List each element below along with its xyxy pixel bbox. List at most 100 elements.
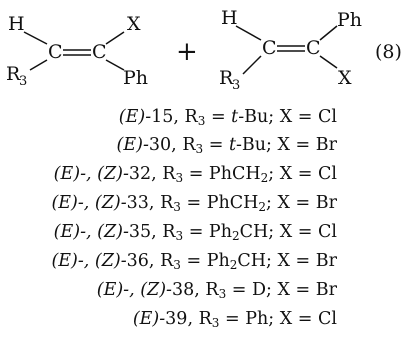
compound-stereo-descriptor: (E)-, (Z)- xyxy=(96,280,172,300)
separator-semicolon: ; xyxy=(268,222,280,242)
right-r3-subscript: 3 xyxy=(232,78,240,93)
equals-sign: = xyxy=(219,309,246,329)
right-h-bond xyxy=(235,25,262,41)
compound-number: 30 xyxy=(148,135,172,155)
compound-number: 33 xyxy=(126,193,149,213)
x-symbol: X xyxy=(279,164,293,184)
compound-number: 38 xyxy=(171,280,195,300)
separator-semicolon: ; xyxy=(266,135,278,155)
r3-group-prefix: PhCH xyxy=(206,193,259,213)
separator-comma: , xyxy=(148,193,161,213)
r3-symbol: R xyxy=(162,164,176,184)
r3-subscript: 3 xyxy=(197,114,206,128)
compound-row: (E)-, (Z)-36, R3 = Ph2CH; X = Br xyxy=(51,248,337,274)
x-group: Br xyxy=(315,280,337,300)
r3-group-italic: t xyxy=(231,107,239,127)
r3-group-subscript: 2 xyxy=(260,171,269,185)
right-carbon-2: C xyxy=(306,37,321,59)
r3-group-rest: -Bu xyxy=(235,135,267,155)
separator-semicolon: ; xyxy=(268,164,280,184)
left-x-bond xyxy=(105,31,125,45)
r3-group-subscript: 2 xyxy=(229,258,238,272)
x-symbol: X xyxy=(279,309,293,329)
left-carbon-1: C xyxy=(48,41,63,63)
r3-group-prefix: Ph xyxy=(245,309,269,329)
separator-comma: , xyxy=(148,251,161,271)
compound-row: (E)-, (Z)-38, R3 = D; X = Br xyxy=(97,277,337,303)
separator-comma: , xyxy=(151,222,163,242)
x-group: Cl xyxy=(318,164,337,184)
compound-stereo-descriptor: (E)- xyxy=(132,309,166,329)
separator-comma: , xyxy=(171,135,183,155)
r3-group-prefix: Ph xyxy=(206,251,230,271)
r3-subscript: 3 xyxy=(195,142,204,156)
plus-sign: + xyxy=(176,37,198,67)
compound-number: 35 xyxy=(128,222,152,242)
right-ph-group: Ph xyxy=(337,9,362,31)
x-group: Br xyxy=(315,135,337,155)
equals-sign: = xyxy=(205,107,232,127)
r3-symbol: R xyxy=(162,222,176,242)
separator-comma: , xyxy=(173,107,185,127)
separator-semicolon: ; xyxy=(266,193,278,213)
right-h-atom: H xyxy=(221,7,238,29)
right-carbon-1: C xyxy=(262,37,277,59)
compound-number: 15 xyxy=(151,107,174,127)
x-group: Cl xyxy=(318,107,337,127)
r3-symbol: R xyxy=(184,107,198,127)
left-h-atom: H xyxy=(8,13,25,35)
compound-row: (E)-, (Z)-33, R3 = PhCH2; X = Br xyxy=(51,190,337,216)
r3-symbol: R xyxy=(160,193,174,213)
x-symbol: X xyxy=(279,222,293,242)
right-r3-bond xyxy=(242,55,262,75)
compound-stereo-descriptor: (E)-, (Z)- xyxy=(53,222,129,242)
compound-number: 36 xyxy=(126,251,149,271)
r3-subscript: 3 xyxy=(211,316,220,330)
r3-group-rest: -Bu xyxy=(238,107,269,127)
r3-group-italic: t xyxy=(228,135,236,155)
x-symbol: X xyxy=(277,135,290,155)
right-x-atom: X xyxy=(338,67,352,89)
equals-sign: = xyxy=(289,251,316,271)
compound-number: 39 xyxy=(165,309,188,329)
compound-number: 32 xyxy=(128,164,152,184)
right-r3-atom: R xyxy=(219,67,234,89)
left-ph-group: Ph xyxy=(123,67,148,89)
compound-row: (E)-30, R3 = t-Bu; X = Br xyxy=(117,132,337,158)
r3-group-prefix: Ph xyxy=(208,222,232,242)
equals-sign: = xyxy=(183,222,209,242)
left-carbon-2: C xyxy=(92,41,107,63)
r3-symbol: R xyxy=(205,280,219,300)
left-alkene-structure: H R 3 C C X Ph xyxy=(6,13,148,89)
compound-row: (E)-15, R3 = t-Bu; X = Cl xyxy=(119,104,337,130)
equals-sign: = xyxy=(289,193,316,213)
equals-sign: = xyxy=(289,280,316,300)
x-group: Br xyxy=(315,251,337,271)
equals-sign: = xyxy=(203,135,229,155)
compound-stereo-descriptor: (E)-, (Z)- xyxy=(51,251,127,271)
compound-row: (E)-, (Z)-32, R3 = PhCH2; X = Cl xyxy=(54,161,337,187)
compound-stereo-descriptor: (E)- xyxy=(118,107,152,127)
compound-stereo-descriptor: (E)-, (Z)- xyxy=(53,164,129,184)
r3-symbol: R xyxy=(160,251,174,271)
equals-sign: = xyxy=(292,309,318,329)
compound-row: (E)-, (Z)-35, R3 = Ph2CH; X = Cl xyxy=(54,219,337,245)
equals-sign: = xyxy=(180,193,207,213)
compound-stereo-descriptor: (E)- xyxy=(116,135,149,155)
x-symbol: X xyxy=(277,251,290,271)
equals-sign: = xyxy=(292,164,318,184)
reaction-scheme: H R 3 C C X Ph + H R 3 C C xyxy=(6,7,402,93)
separator-semicolon: ; xyxy=(266,280,278,300)
equals-sign: = xyxy=(289,135,316,155)
x-group: Cl xyxy=(318,309,337,329)
separator-semicolon: ; xyxy=(268,309,280,329)
r3-group-subscript: 2 xyxy=(258,200,267,214)
r3-subscript: 3 xyxy=(173,200,181,214)
separator-comma: , xyxy=(187,309,199,329)
left-x-atom: X xyxy=(127,13,141,35)
separator-semicolon: ; xyxy=(266,251,278,271)
x-symbol: X xyxy=(277,193,290,213)
left-r3-atom: R xyxy=(6,63,21,85)
x-symbol: X xyxy=(277,280,290,300)
